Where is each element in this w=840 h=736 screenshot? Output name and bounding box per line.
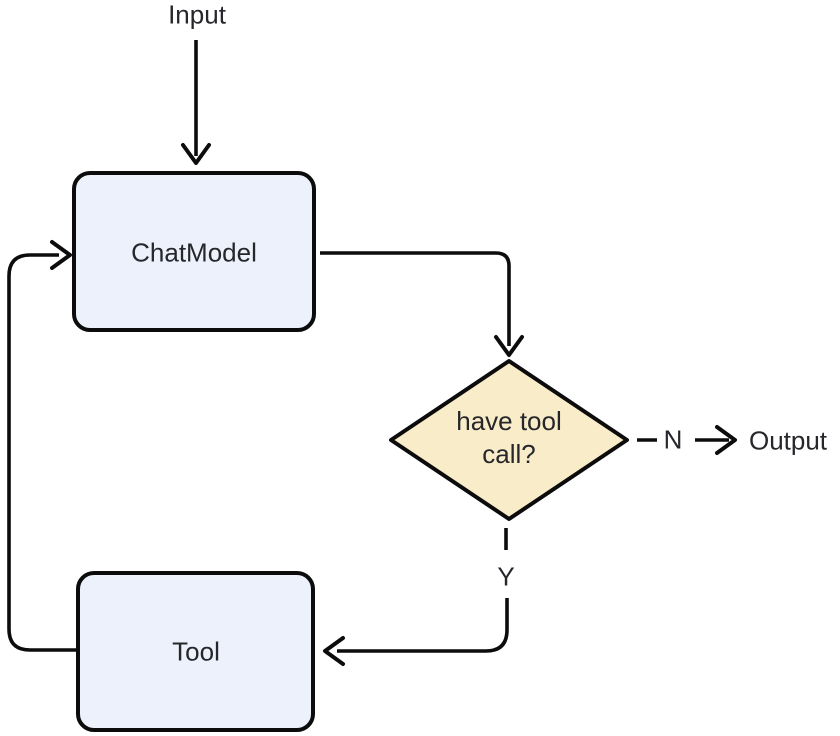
arrowhead-down-chatmodel-top-icon <box>181 143 211 165</box>
edge-tool-to-chatmodel <box>7 253 78 652</box>
edge-label-yes: Y <box>497 561 515 592</box>
arrowhead-left-tool-right-icon <box>323 636 345 666</box>
edge-chatmodel-to-decision <box>320 251 511 346</box>
edge-label-no: N <box>663 424 683 455</box>
node-decision-diamond <box>389 359 629 521</box>
arrowhead-right-output-icon <box>715 425 737 455</box>
decision-node-label: have tool call? <box>456 406 562 469</box>
node-tool <box>76 571 315 732</box>
input-label: Input <box>168 0 226 30</box>
arrowhead-down-decision-top-icon <box>494 335 524 357</box>
edge-decision-to-tool-path <box>337 598 509 653</box>
chatmodel-node-label: ChatModel <box>131 237 257 268</box>
output-label: Output <box>748 425 828 456</box>
tool-node-label: Tool <box>172 636 220 667</box>
node-chatmodel <box>72 171 316 332</box>
arrowhead-right-chatmodel-left-icon <box>50 240 72 270</box>
